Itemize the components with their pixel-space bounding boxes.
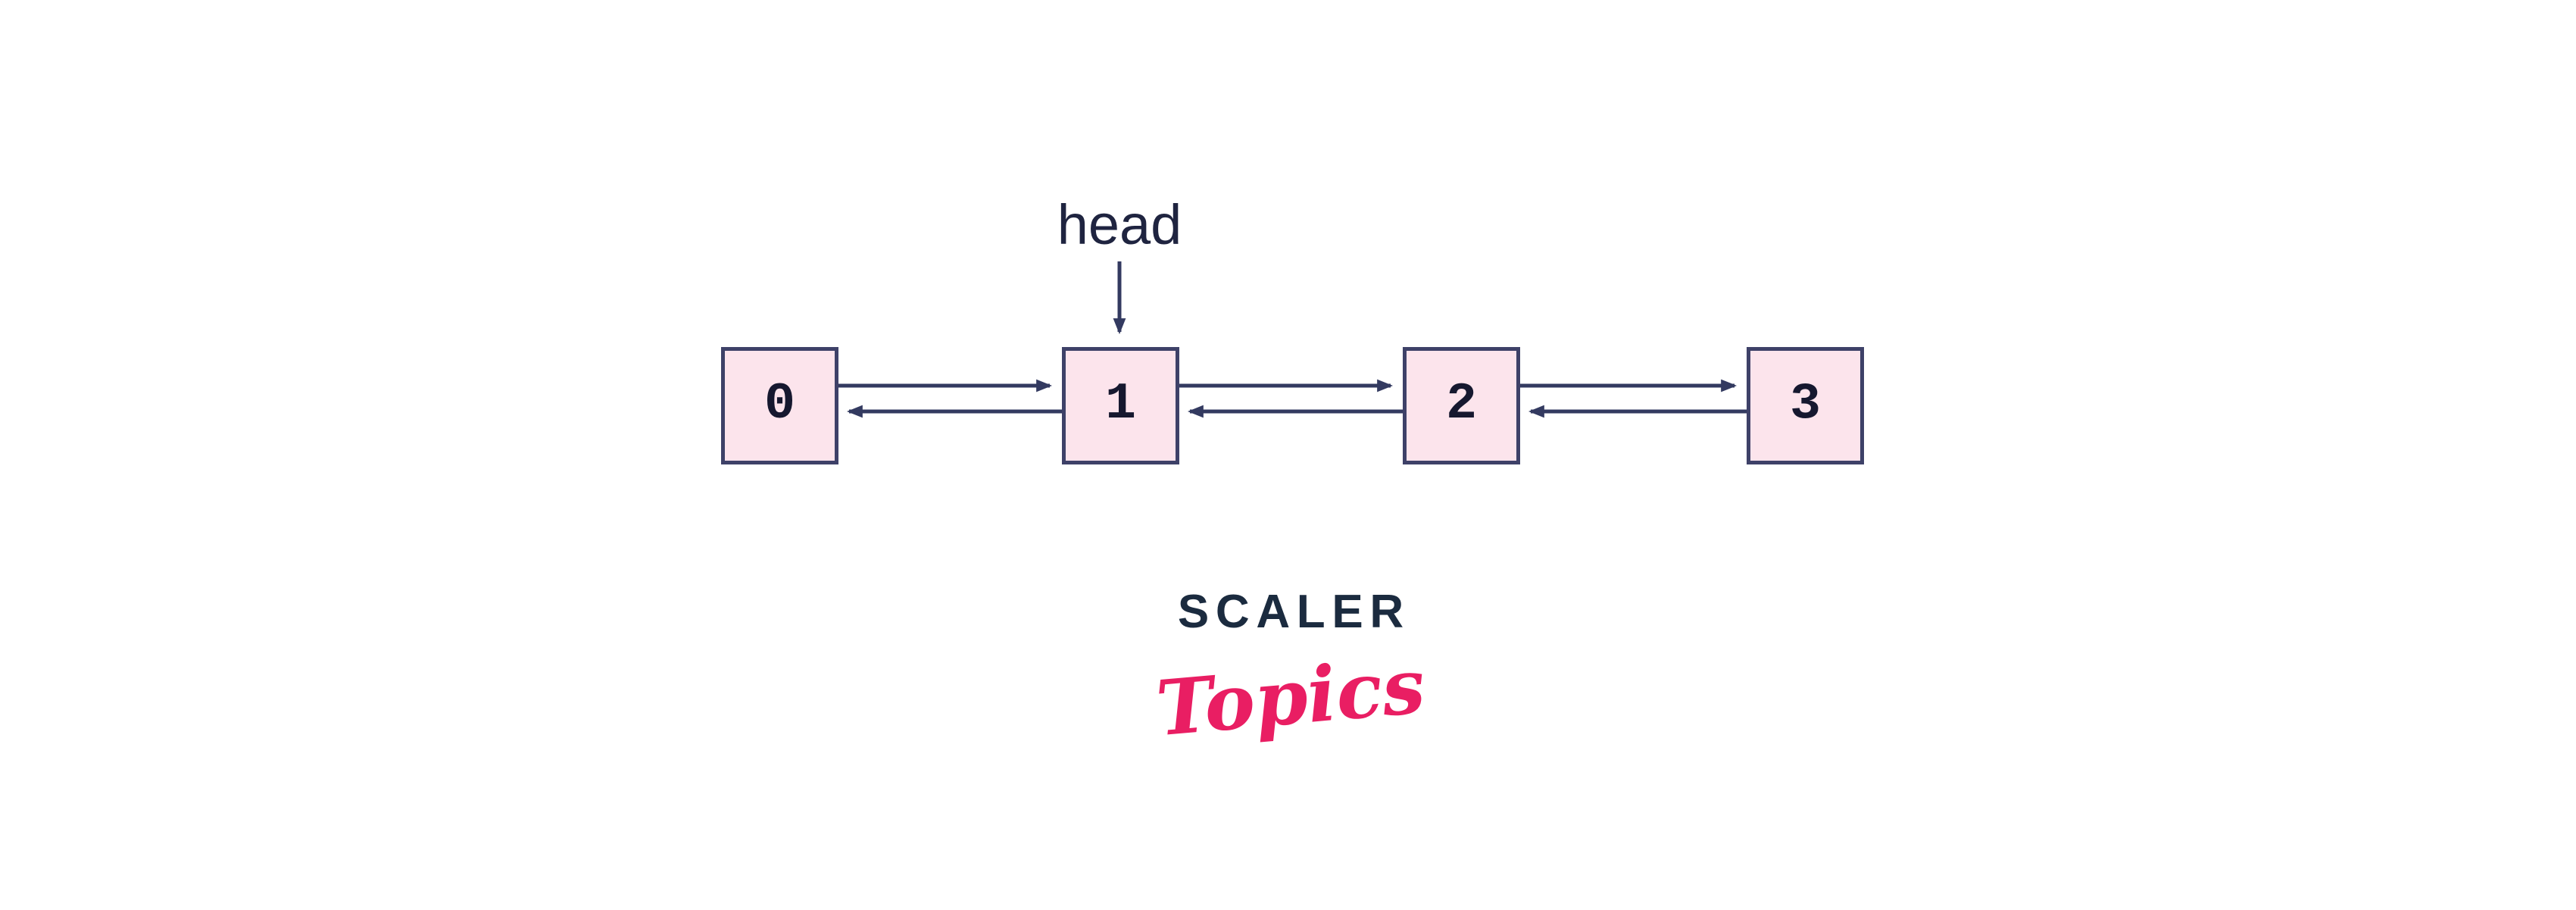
logo-wordmark: SCALER: [1177, 586, 1410, 638]
node-box-0: 0: [721, 347, 838, 464]
node-value: 0: [764, 375, 795, 433]
logo-script: Topics: [1153, 640, 1429, 754]
node-value: 3: [1790, 375, 1821, 433]
node-box-1: 1: [1062, 347, 1179, 464]
node-value: 1: [1105, 375, 1136, 433]
node-box-3: 3: [1747, 347, 1864, 464]
head-label: head: [1057, 193, 1182, 256]
node-value: 2: [1446, 375, 1477, 433]
node-box-2: 2: [1403, 347, 1520, 464]
scaler-topics-logo: SCALER Topics: [1139, 585, 1442, 754]
